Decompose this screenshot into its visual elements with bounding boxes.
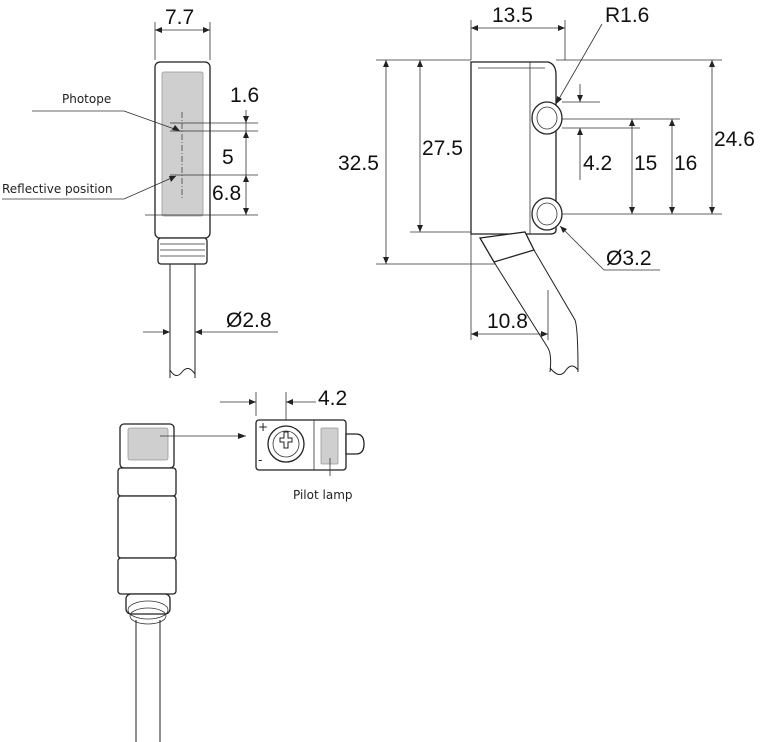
hole-diameter-dim: Ø3.2	[606, 247, 652, 270]
hole-to-bottom-dim: 16	[674, 152, 697, 175]
front-view: 7.7 1.6 5 6.8 Photope Reflective positio…	[2, 6, 278, 378]
reflective-offset-dim: 6.8	[212, 182, 241, 205]
total-height-dim: 32.5	[338, 152, 379, 175]
cable-diameter-dim: Ø2.8	[226, 309, 272, 332]
pilot-lamp-window	[320, 427, 339, 465]
corner-radius-dim: R1.6	[605, 4, 649, 27]
body-height-dim: 27.5	[422, 137, 463, 160]
svg-text:+: +	[258, 420, 268, 434]
pilot-lamp-label: Pilot lamp	[293, 488, 353, 502]
photope-offset-dim: 1.6	[230, 84, 259, 107]
side-depth-dim: 13.5	[492, 4, 533, 27]
hole-spacing-dim: 15	[634, 152, 657, 175]
side-view: 13.5 R1.6 32.5 27.5 4.2 15 16	[338, 4, 755, 375]
top-view: + - Pilot lamp 4.2	[220, 387, 365, 502]
reflective-position-label: Reflective position	[2, 182, 113, 196]
lens-spacing-dim: 5	[222, 146, 234, 169]
lamp-offset-dim: 4.2	[318, 387, 347, 410]
perspective-view	[117, 423, 246, 742]
cable-offset-dim: 10.8	[487, 310, 528, 333]
top-to-hole-dim: 24.6	[714, 128, 755, 151]
upper-hole	[531, 101, 563, 135]
hole-offset-dim: 4.2	[583, 152, 612, 175]
front-width-dim: 7.7	[165, 6, 194, 29]
photope-label: Photope	[62, 92, 111, 106]
svg-text:-: -	[258, 453, 262, 467]
